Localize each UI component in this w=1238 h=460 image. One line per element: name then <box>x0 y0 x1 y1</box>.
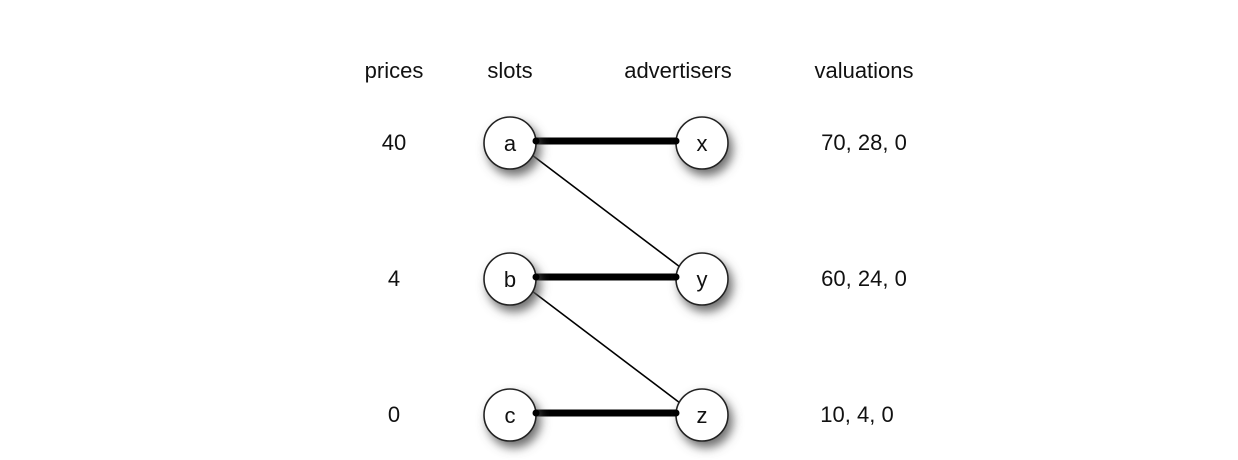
node-label-b: b <box>504 267 516 292</box>
price-a: 40 <box>381 130 407 155</box>
header-valuations: valuations <box>814 58 914 83</box>
node-label-x: x <box>697 131 708 156</box>
valuations-y: 60, 24, 0 <box>821 266 907 291</box>
node-c: c <box>483 388 537 442</box>
header-prices: prices <box>364 58 424 83</box>
node-label-a: a <box>504 131 517 156</box>
edge-start-dot-b-y <box>532 273 540 281</box>
edge-b-z <box>531 290 681 404</box>
node-a: a <box>483 116 537 170</box>
edge-end-dot-a-x <box>672 137 680 145</box>
edge-start-dot-a-x <box>532 137 540 145</box>
price-b: 4 <box>387 266 401 291</box>
node-z: z <box>675 388 729 442</box>
node-label-c: c <box>505 403 516 428</box>
valuations-z: 10, 4, 0 <box>820 402 894 427</box>
edges-layer <box>531 137 681 417</box>
valuations-x: 70, 28, 0 <box>821 130 907 155</box>
price-c: 0 <box>387 402 401 427</box>
edge-a-y <box>531 154 681 268</box>
edge-end-dot-b-y <box>672 273 680 281</box>
node-x: x <box>675 116 729 170</box>
edge-start-dot-c-z <box>532 409 540 417</box>
node-label-z: z <box>697 403 708 428</box>
node-b: b <box>483 252 537 306</box>
node-y: y <box>675 252 729 306</box>
nodes-layer: a b c x y z <box>483 116 729 442</box>
header-slots: slots <box>487 58 533 83</box>
node-label-y: y <box>697 267 708 292</box>
header-advertisers: advertisers <box>624 58 732 83</box>
edge-end-dot-c-z <box>672 409 680 417</box>
